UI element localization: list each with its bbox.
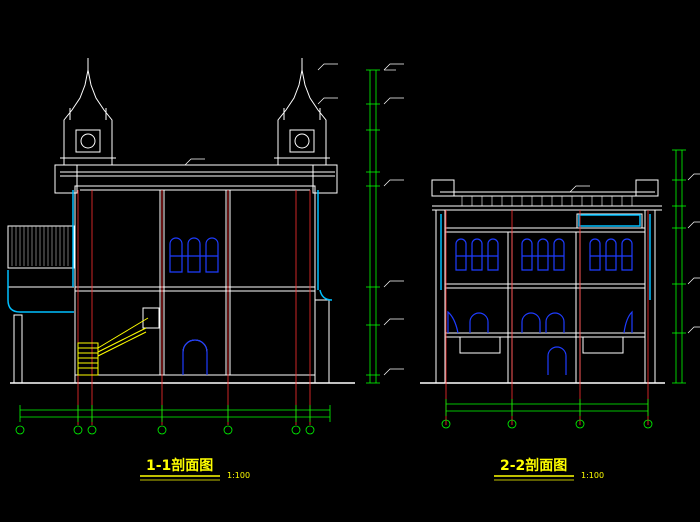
- windows-2: [447, 238, 633, 375]
- cyan-walls-1: [7, 190, 333, 313]
- cyan-walls-2: [440, 214, 651, 300]
- section-1-title: 1-1剖面图: [146, 457, 213, 474]
- dimensions-1: [19, 69, 380, 422]
- axis-bubbles-1: [15, 425, 315, 435]
- section-2-2-drawing: [420, 179, 665, 384]
- axis-bubbles-2: [441, 419, 653, 429]
- section-2-scale: 1:100: [581, 471, 604, 480]
- balustrade-2: [461, 196, 633, 206]
- windows-1: [169, 237, 219, 375]
- section-1-scale: 1:100: [227, 471, 250, 480]
- section-2-title: 2-2剖面图: [500, 457, 567, 474]
- title-block-1: 1-1剖面图 1:100: [140, 457, 250, 481]
- title-block-2: 2-2剖面图 1:100: [494, 457, 604, 481]
- dimensions-2: [445, 149, 686, 416]
- level-markers-2: [569, 173, 700, 334]
- section-1-1-drawing: [7, 58, 355, 384]
- axis-lines-2: [445, 210, 649, 425]
- axis-lines-1: [77, 190, 311, 425]
- level-markers-1: [184, 63, 404, 376]
- stair-1: [77, 317, 149, 376]
- annex-roof-hatch: [11, 226, 69, 266]
